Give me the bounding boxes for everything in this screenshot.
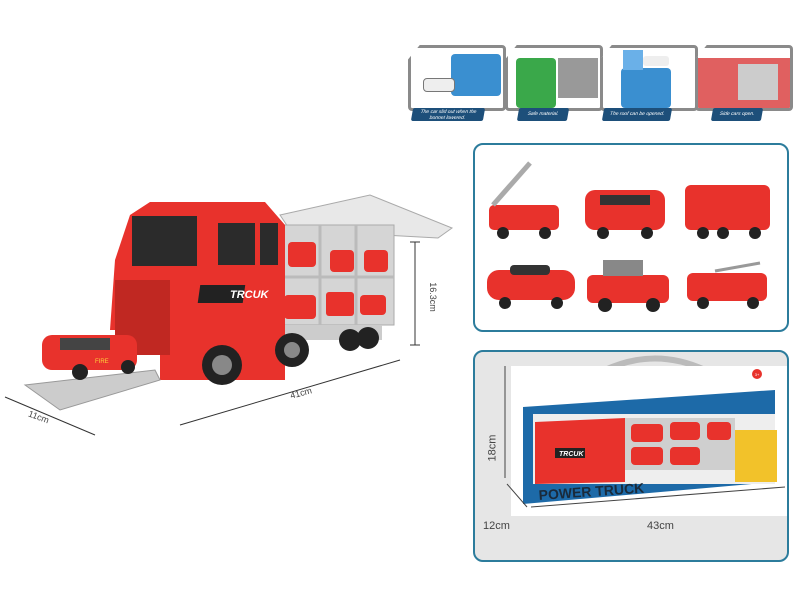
fire-car [487,265,575,309]
feature-caption: Side cars open. [710,108,764,121]
age-badge: 3+ [755,372,760,377]
included-cars-panel [473,143,789,332]
truck-height-label: 16.3cm [427,282,438,312]
ladder-truck-car [489,161,559,239]
included-cars [487,161,770,312]
package-length-label: 43cm [647,520,674,532]
feature-caption: The car slid out when the bonnet lowered… [410,108,486,121]
fire-van-car [585,190,665,239]
feature-thumb-car-slide [408,45,506,111]
package-height-label: 18cm [486,434,499,462]
feature-thumb-side-cars [695,45,793,111]
car-fire-label: FIRE [95,359,109,365]
feature-caption: Safe material. [516,108,570,121]
rescue-truck-car [687,261,767,309]
package-truck-logo: TRCUK [559,451,584,458]
package-title: POWER TRUCK [538,480,645,503]
package-depth-label: 12cm [483,520,510,532]
main-truck-image: TRCUK FIRE [4,194,454,436]
package-panel: 3+ TRCUK POWER TRUCK MULTI-FUNCTIONAL TR… [473,350,789,562]
truck-logo: TRCUK [230,289,270,301]
feature-caption: The roof can be opened. [601,108,673,121]
feature-thumb-roof-open [600,45,698,111]
jeep-car [587,260,669,312]
package-box-image: 3+ TRCUK POWER TRUCK MULTI-FUNCTIONAL TR… [504,355,787,516]
fire-bus-car [685,185,770,239]
feature-thumb-safe-material [505,45,603,111]
